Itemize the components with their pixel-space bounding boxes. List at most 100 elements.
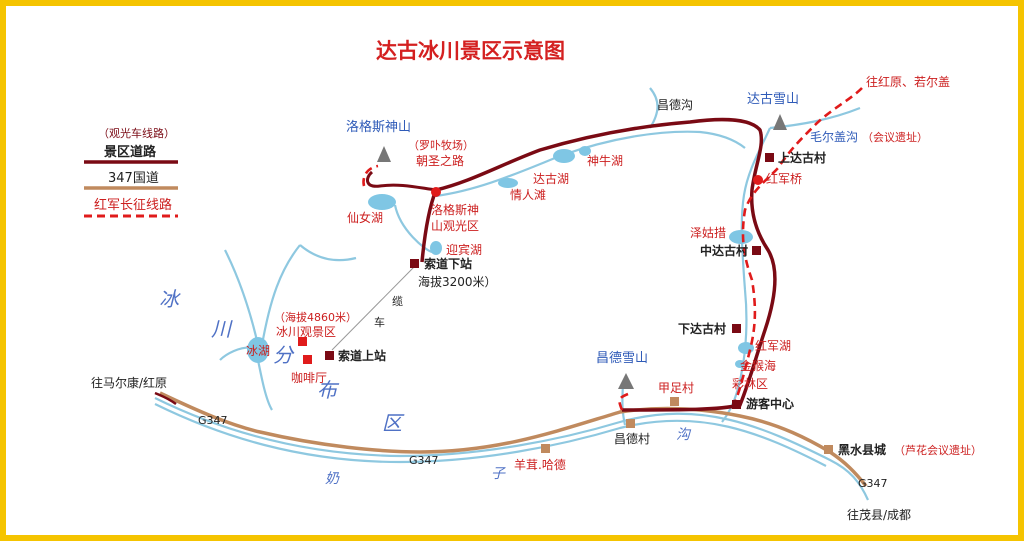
legend: （观光车线路） 景区道路 347国道 红军长征线路 xyxy=(84,126,178,218)
maoergai-label: 毛尔盖沟 xyxy=(810,129,858,144)
ropeway-char-2: 车 xyxy=(374,315,385,329)
yangrong-label: 羊茸.哈德 xyxy=(514,457,566,472)
changde-gou-river xyxy=(649,87,659,129)
cafe-marker xyxy=(303,355,312,364)
heishui-marker xyxy=(824,445,833,454)
mountains xyxy=(377,114,787,389)
scenic-road xyxy=(420,117,777,412)
river-char-nai: 奶 xyxy=(325,471,340,487)
dagu-lake-label: 达古湖 xyxy=(533,171,569,186)
region-char-bing: 冰 xyxy=(159,287,181,311)
altitude-3200-label: 海拔3200米） xyxy=(418,274,497,289)
g347-mid-label: G347 xyxy=(409,454,439,467)
changde-mountain-label: 昌德雪山 xyxy=(596,351,648,366)
river-char-zi: 子 xyxy=(491,466,506,482)
jiazu-label: 甲足村 xyxy=(658,381,694,395)
legend-scenic-road-label: 景区道路 xyxy=(104,144,157,160)
xia-dagu-marker xyxy=(732,324,741,333)
legend-long-march-label: 红军长征线路 xyxy=(94,197,172,213)
river-char-gou: 沟 xyxy=(676,427,692,443)
dagu-mountain-label: 达古雪山 xyxy=(747,92,799,107)
chaosheng-label: 朝圣之路 xyxy=(416,153,464,168)
luogesi-viewpoint-marker xyxy=(431,187,441,197)
region-char-chuan: 川 xyxy=(211,317,233,341)
hongjun-lake-label: 红军湖 xyxy=(755,338,791,353)
region-char-bu: 布 xyxy=(317,378,340,402)
suodao-xia-marker xyxy=(410,259,419,268)
naizi-river-bank xyxy=(154,403,827,467)
glacier-branch-3 xyxy=(256,359,273,411)
xia-dagu-label: 下达古村 xyxy=(678,321,726,336)
changde-cun-label: 昌德村 xyxy=(614,431,650,446)
caolin-label: 彩林区 xyxy=(732,377,768,391)
long-march-changde xyxy=(618,392,629,411)
luogesi-viewpoint-label-a: 洛格斯神 xyxy=(431,202,479,217)
ropeway-char-1: 缆 xyxy=(392,295,403,308)
cafe-label: 咖啡厅 xyxy=(291,370,327,385)
suodao-shang-marker xyxy=(325,351,334,360)
zhong-dagu-marker xyxy=(752,246,761,255)
to-maoxian: 往茂县/成都 xyxy=(847,507,911,522)
luopu-road xyxy=(366,170,437,192)
dagu-lake xyxy=(553,149,575,163)
zhegu-lake-label: 泽姑措 xyxy=(690,226,726,240)
upper-valley-river xyxy=(435,130,746,198)
hongjun-qiao-label: 红军桥 xyxy=(766,171,802,186)
legend-sightseeing-line: （观光车线路） xyxy=(98,126,175,140)
yingbin-lake xyxy=(430,241,442,255)
yangrong-marker xyxy=(541,444,550,453)
luhua-label: （芦花会议遗址） xyxy=(894,443,982,457)
zhong-dagu-label: 中达古村 xyxy=(700,243,748,258)
xiannv-lake xyxy=(368,194,396,210)
qingren-lake-label: 情人滩 xyxy=(510,188,546,202)
long-march-north xyxy=(733,87,863,403)
visitor-center-marker xyxy=(732,400,741,409)
long-march-luopu xyxy=(362,164,379,187)
to-hongyuan-ruoergai: 往红原、若尔盖 xyxy=(866,74,950,89)
altitude-4860-label: （海拔4860米） xyxy=(274,310,357,324)
meeting-site-label: （会议遗址） xyxy=(862,130,928,144)
visitor-center-label: 游客中心 xyxy=(746,396,794,411)
to-maerkang: 往马尔康/红原 xyxy=(91,375,167,390)
hongjun-qiao-marker xyxy=(753,175,763,185)
naizi-river xyxy=(154,397,870,501)
shenniu-lake xyxy=(579,146,591,156)
changde-cun-marker xyxy=(626,419,635,428)
suodao-shang-label: 索道上站 xyxy=(338,348,386,363)
jinhou-lake-label: 金猴海 xyxy=(740,358,776,373)
shenniu-lake-label: 神牛湖 xyxy=(587,153,623,168)
changde-mountain-icon xyxy=(618,373,634,389)
maerkang-connector xyxy=(154,391,177,406)
ropeway-line xyxy=(331,266,415,351)
suodao-xia-label: 索道下站 xyxy=(424,256,472,271)
g347-right-label: G347 xyxy=(858,477,888,490)
long-march-routes xyxy=(362,87,863,411)
luogesi-mountain-icon xyxy=(377,146,391,162)
heishui-label: 黑水县城 xyxy=(838,442,886,457)
yingbin-lake-label: 迎宾湖 xyxy=(446,242,482,257)
bing-lake-label: 冰湖 xyxy=(246,343,270,358)
region-char-fen: 分 xyxy=(273,343,295,367)
shang-dagu-label: 上达古村 xyxy=(778,150,826,165)
zhegu-lake xyxy=(729,230,753,244)
xiannv-lake-label: 仙女湖 xyxy=(347,210,383,225)
changde-gou-label: 昌德沟 xyxy=(657,97,693,112)
glacier-branch-2 xyxy=(260,244,301,346)
qingren-lake xyxy=(498,178,518,188)
changde-branch xyxy=(621,384,627,426)
region-char-qu: 区 xyxy=(382,411,405,435)
g347-road xyxy=(159,391,868,488)
jiazu-marker xyxy=(670,397,679,406)
jinhou-lake xyxy=(735,360,745,368)
glacier-viewpoint-label: 冰川观景区 xyxy=(276,325,336,339)
map-title: 达古冰川景区示意图 xyxy=(376,39,565,63)
glacier-branch-1 xyxy=(224,249,260,346)
luogesi-mountain-label: 洛格斯神山 xyxy=(346,119,411,135)
g347-left-label: G347 xyxy=(198,414,228,427)
glacier-viewpoint-marker xyxy=(298,337,307,346)
markers xyxy=(298,153,833,454)
legend-national-road-label: 347国道 xyxy=(108,171,159,186)
